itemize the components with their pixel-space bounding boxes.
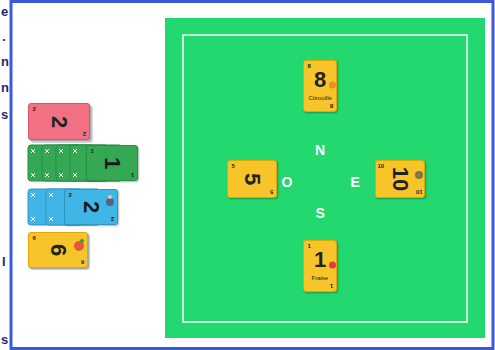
corner-index: 1 (91, 148, 94, 154)
card-number: 1 (314, 249, 326, 271)
card-name: Citrouille (309, 95, 332, 101)
edge-letter: e (1, 5, 8, 18)
corner-index: 8 (330, 103, 333, 109)
card-number: 8 (314, 69, 326, 91)
corner-index: 1 (131, 172, 134, 178)
compass-letter: O (282, 175, 293, 189)
hand-card: 2 2 2 (28, 103, 90, 140)
corner-index: 1 (308, 243, 311, 249)
corner-index: 10 (378, 163, 385, 169)
edge-letter: n (1, 55, 9, 68)
edge-letter: l (2, 255, 6, 268)
corner-index: 2 (111, 216, 114, 222)
card-number: 5 (241, 173, 263, 185)
card-number: 2 (48, 115, 70, 127)
played-card: 555 (227, 160, 277, 198)
played-card: 11Fraise1 (303, 240, 337, 292)
compass-letter: N (315, 143, 325, 157)
corner-index: 6 (33, 235, 36, 241)
hand-card: 1 1 1 (86, 145, 138, 181)
corner-index: 2 (83, 131, 86, 137)
card-number: 10 (389, 167, 411, 191)
played-card: 88Citrouille8 (303, 60, 337, 112)
corner-index: 6 (81, 259, 84, 265)
corner-index: 2 (69, 192, 72, 198)
corner-index: 8 (308, 63, 311, 69)
card-number: 6 (47, 244, 69, 256)
corner-index: 5 (270, 189, 273, 195)
hand-card: 2 2 2 (64, 189, 118, 225)
edge-letter: s (1, 108, 8, 121)
edge-letter: . (2, 30, 6, 43)
edge-letter: n (1, 81, 9, 94)
hand-card: 6 6 6 (28, 232, 88, 268)
compass-letter: E (351, 175, 360, 189)
corner-index: 5 (232, 163, 235, 169)
card-number: 2 (80, 201, 102, 213)
card-table: NOES88Citrouille855510101011Fraise1 (165, 18, 485, 338)
compass-letter: S (316, 206, 325, 220)
card-name: Fraise (312, 275, 329, 281)
corner-index: 10 (416, 189, 423, 195)
corner-index: 2 (33, 106, 36, 112)
played-card: 10 10 10 (375, 160, 425, 198)
edge-letter: s (1, 333, 8, 346)
card-number: 1 (101, 157, 123, 169)
frame-border (11, 2, 493, 349)
corner-index: 1 (330, 283, 333, 289)
